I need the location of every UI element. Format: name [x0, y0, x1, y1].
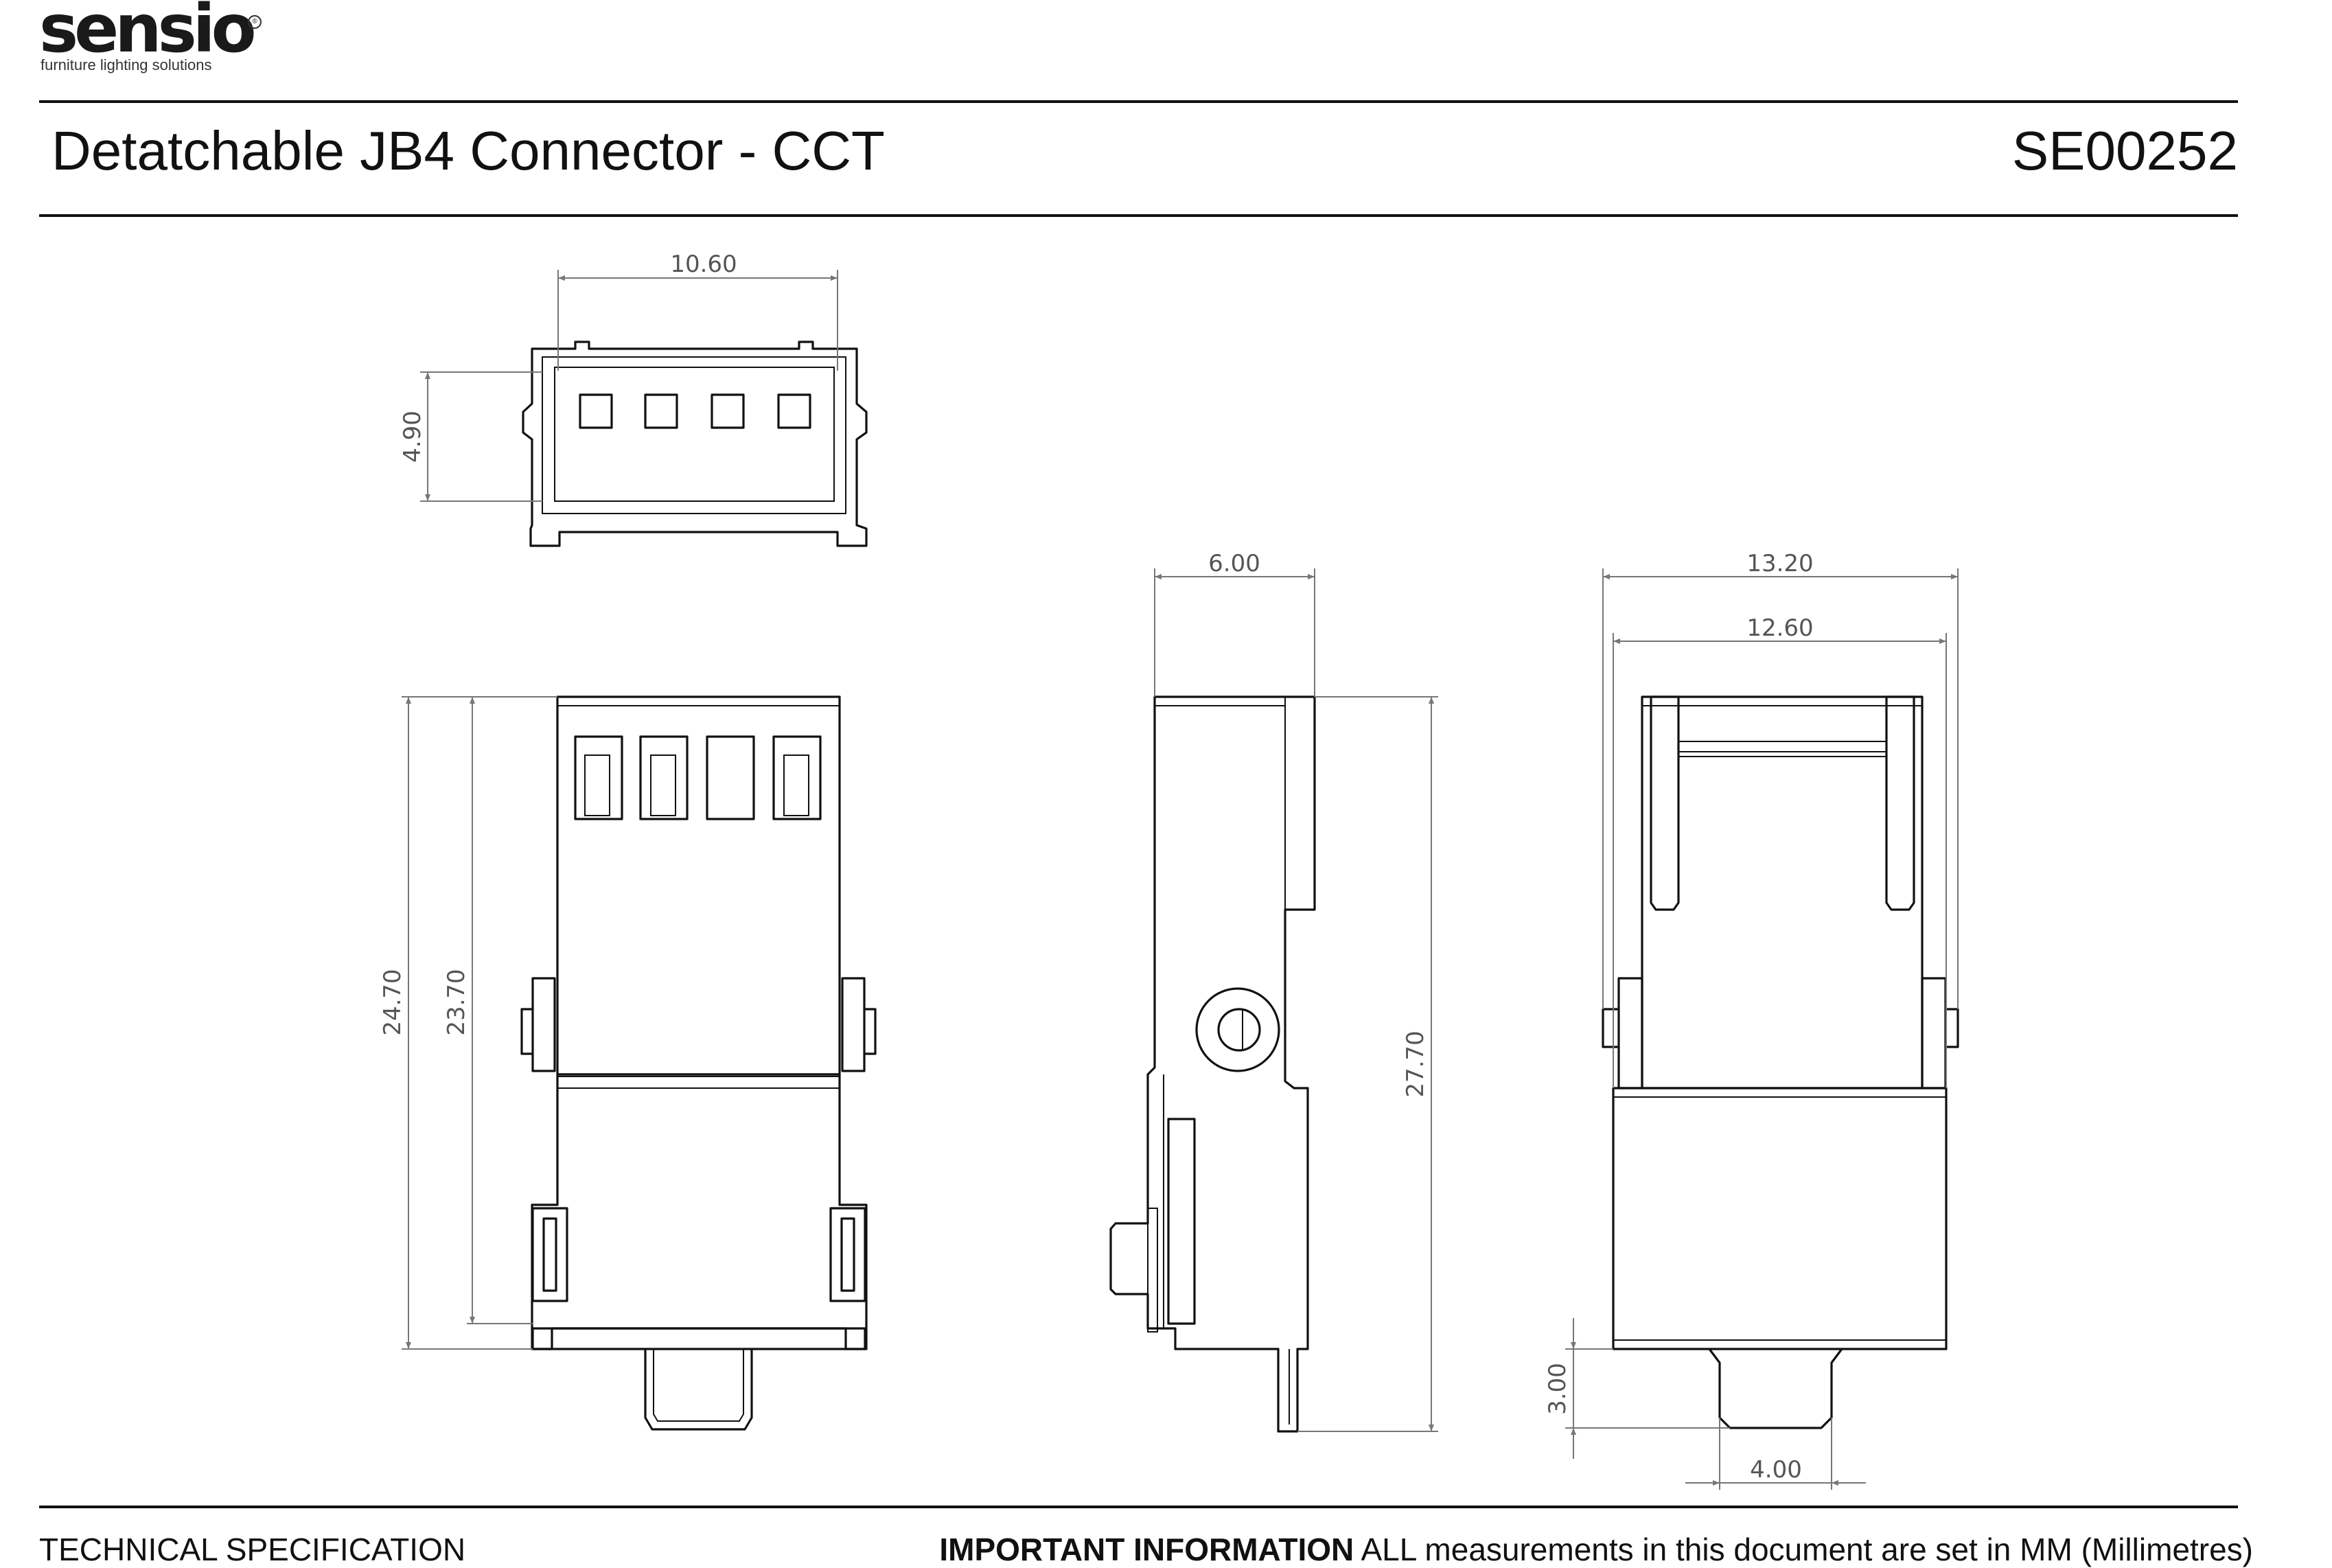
top-view-inner-frame — [542, 356, 846, 514]
important-label: IMPORTANT INFORMATION — [939, 1532, 1354, 1567]
front-view-bottom-base — [531, 1327, 866, 1350]
side-latch-plate — [1167, 1118, 1196, 1325]
side-hinge-boss — [1195, 987, 1280, 1072]
footer-important-info: IMPORTANT INFORMATION ALL measurements i… — [939, 1531, 2253, 1568]
logo-wordmark: sensio — [39, 0, 257, 67]
header-top-rule — [39, 100, 2238, 103]
dim-label-tab-width: 4.00 — [1750, 1456, 1802, 1484]
front-slot-2 — [639, 735, 689, 820]
dim-label-rear-inner: 12.60 — [1746, 614, 1813, 642]
front-slot-1 — [574, 735, 623, 820]
dim-label-top-height: 4.90 — [399, 411, 426, 463]
top-view-outline — [522, 341, 868, 547]
side-view-outline — [1109, 695, 1316, 1433]
side-rear-clip — [1147, 1208, 1158, 1333]
footer-technical-spec: TECHNICAL SPECIFICATION — [39, 1532, 466, 1567]
sensio-logo: sensio ® furniture lighting solutions — [39, 0, 262, 78]
side-hinge-pin — [1217, 1008, 1261, 1052]
dim-label-top-width: 10.60 — [670, 251, 737, 278]
product-code: SE00252 — [2011, 120, 2238, 181]
rear-left-latch — [1602, 977, 1643, 1089]
front-left-clip — [531, 1207, 568, 1302]
top-pin-2 — [644, 393, 678, 429]
dim-label-front-outer: 24.70 — [379, 969, 406, 1035]
logo-tagline: furniture lighting solutions — [41, 56, 212, 73]
front-right-latch — [841, 977, 877, 1072]
rear-right-arm — [1885, 695, 1915, 911]
rear-view-body — [1641, 695, 1924, 1089]
header-bottom-rule — [39, 214, 2238, 217]
rear-view-tab — [1708, 1348, 1843, 1429]
registered-mark: ® — [248, 15, 262, 29]
front-slot-inner — [650, 754, 676, 816]
front-right-clip — [829, 1207, 866, 1302]
dim-label-side-width: 6.00 — [1208, 550, 1260, 577]
front-slot-inner — [783, 754, 809, 816]
dim-label-tab-height: 3.00 — [1544, 1363, 1571, 1415]
dim-label-front-inner: 23.70 — [443, 969, 470, 1035]
front-tab-inner — [653, 1349, 744, 1422]
front-slot-inner — [584, 754, 610, 816]
footer-rule — [39, 1506, 2238, 1508]
top-view-cavity — [554, 367, 835, 502]
rear-left-arm — [1650, 695, 1680, 911]
dim-label-rear-outer: 13.20 — [1746, 550, 1813, 577]
front-view: 24.70 23.70 — [379, 695, 877, 1431]
important-text: ALL measurements in this document are se… — [1354, 1532, 2253, 1567]
top-pin-3 — [711, 393, 745, 429]
rear-right-latch — [1921, 977, 1959, 1089]
rear-view: 13.20 12.60 3.00 4.00 — [1544, 550, 1959, 1490]
top-pin-1 — [579, 393, 613, 429]
top-pin-4 — [777, 393, 811, 429]
dim-label-side-height: 27.70 — [1402, 1030, 1429, 1097]
front-left-latch — [520, 977, 556, 1072]
front-view-body — [556, 695, 841, 1076]
rear-view-lower-body — [1612, 1087, 1948, 1350]
front-slot-3 — [706, 735, 755, 820]
top-view: 10.60 4.90 — [399, 251, 868, 547]
front-slot-4 — [772, 735, 822, 820]
front-view-lower-frame — [531, 1073, 868, 1350]
side-view: 6.00 27.70 — [1109, 550, 1438, 1433]
front-view-tab — [644, 1349, 753, 1431]
page-title: Detatchable JB4 Connector - CCT — [51, 120, 885, 181]
